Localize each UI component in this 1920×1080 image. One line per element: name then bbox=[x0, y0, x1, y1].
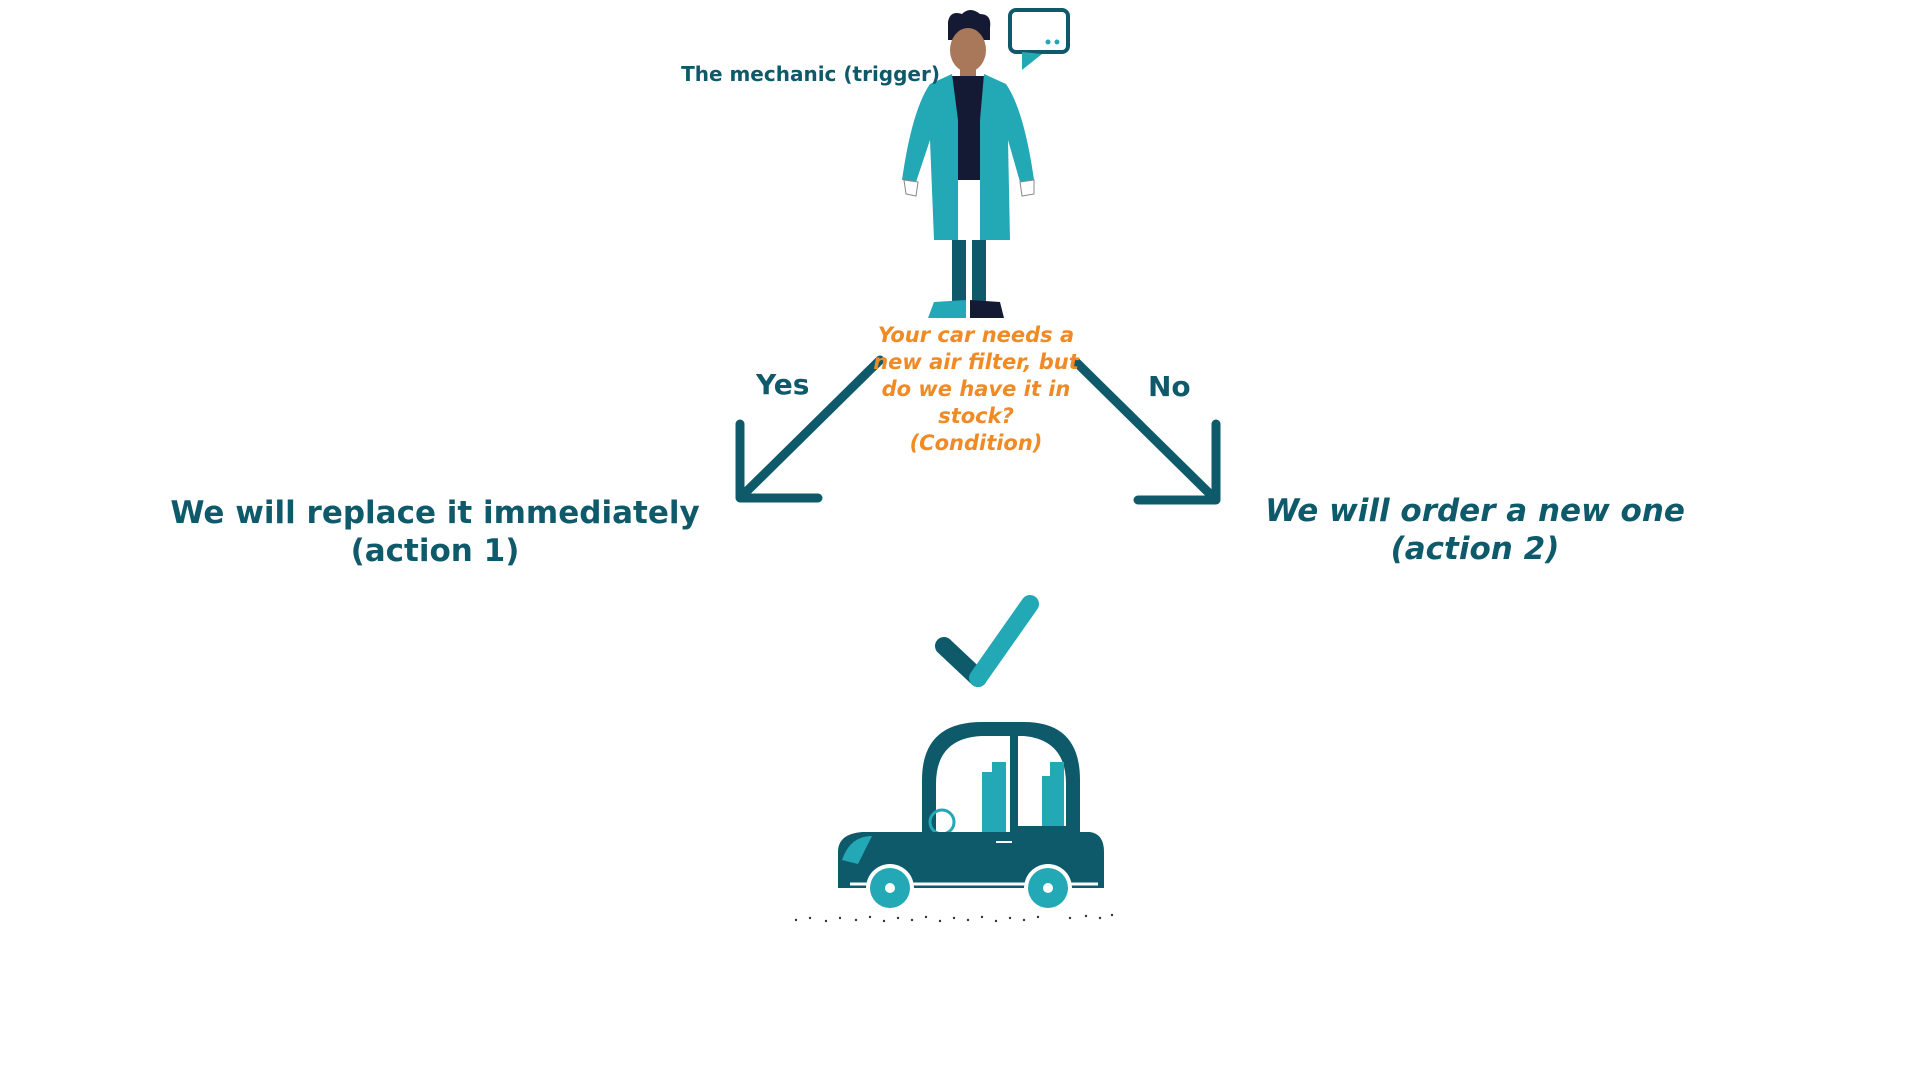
action-2-box: We will order a new one (action 2) bbox=[1230, 492, 1720, 568]
ground-dust bbox=[794, 913, 1114, 923]
yes-label: Yes bbox=[756, 368, 810, 401]
arrow-down-right-icon bbox=[1071, 357, 1221, 505]
action-1-box: We will replace it immediately (action 1… bbox=[150, 494, 720, 570]
arrow-down-left-icon bbox=[735, 355, 885, 503]
trigger-label: The mechanic (trigger) bbox=[681, 62, 940, 86]
action-1-title: We will replace it immediately bbox=[170, 495, 700, 531]
checkmark-icon bbox=[935, 595, 1039, 687]
no-label: No bbox=[1148, 370, 1191, 403]
action-1-subtitle: (action 1) bbox=[350, 533, 520, 569]
car-icon bbox=[794, 722, 1114, 923]
action-2-subtitle: (action 2) bbox=[1390, 531, 1560, 567]
action-2-title: We will order a new one bbox=[1265, 493, 1685, 529]
speech-bubble-icon bbox=[1008, 8, 1070, 70]
condition-text: Your car needs a new air filter, but do … bbox=[873, 323, 1079, 455]
mechanic-figure-icon bbox=[902, 10, 1035, 318]
